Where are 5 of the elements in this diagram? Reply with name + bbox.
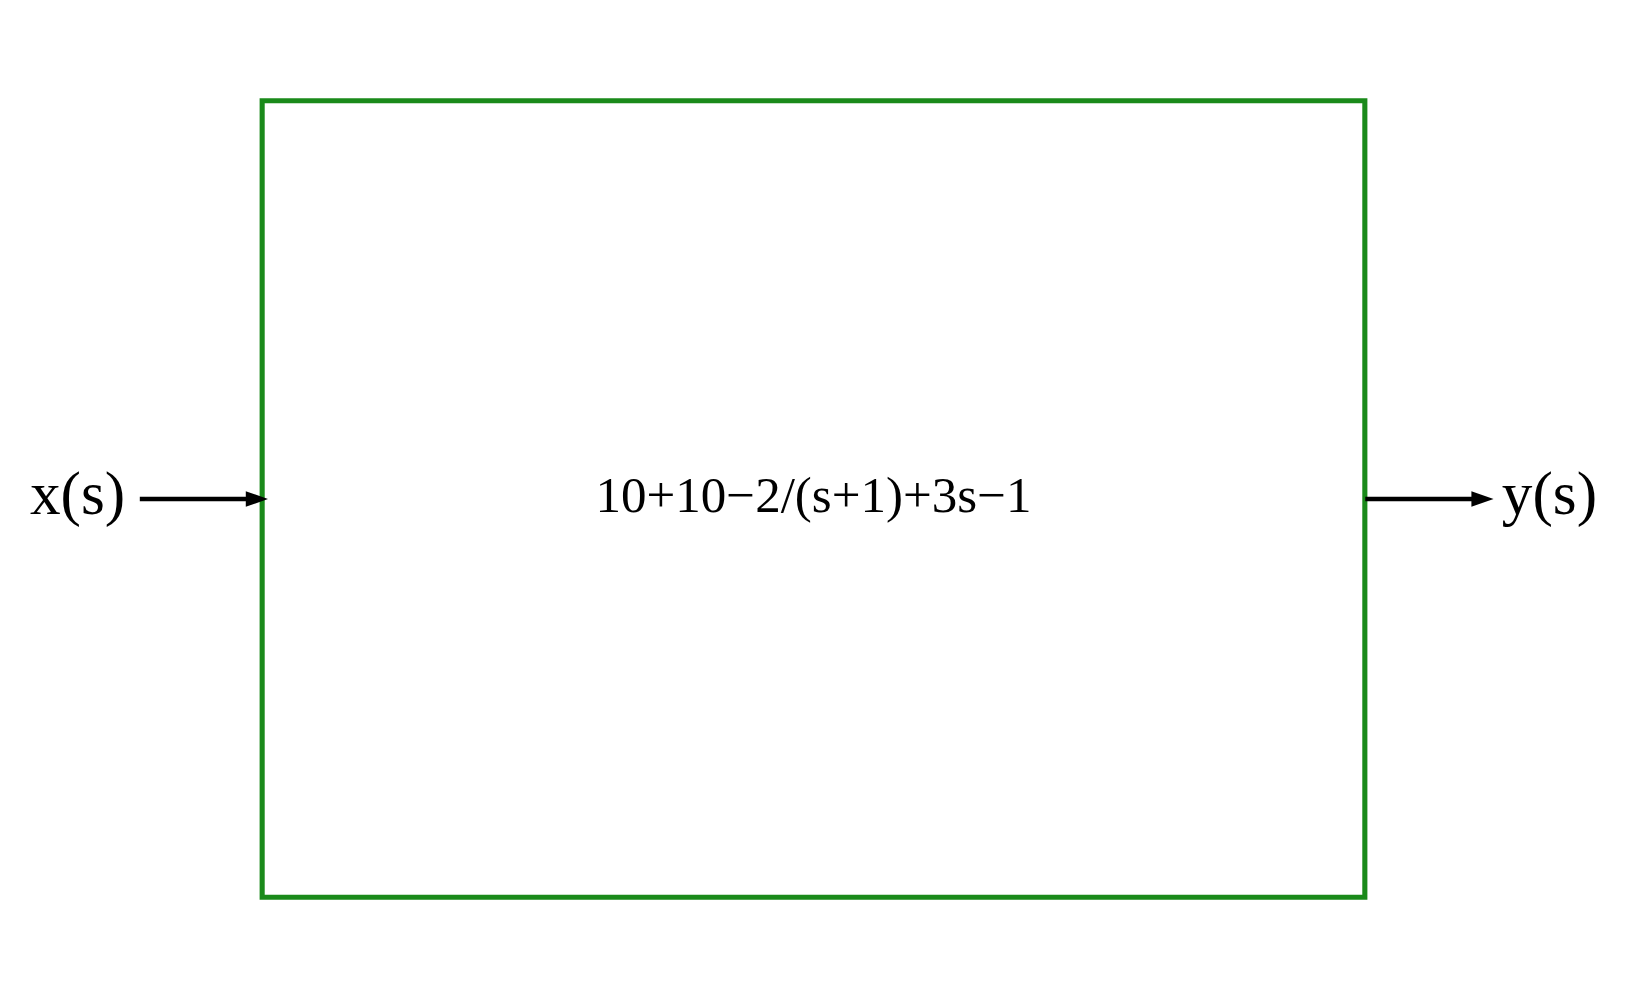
node-text: x(s)	[29, 458, 126, 527]
arrow	[139, 490, 268, 507]
node-box: 10+10−2/(s+1)+3s−1	[259, 97, 1368, 900]
arrow	[1365, 490, 1494, 507]
node-text: y(s)	[1501, 458, 1598, 527]
